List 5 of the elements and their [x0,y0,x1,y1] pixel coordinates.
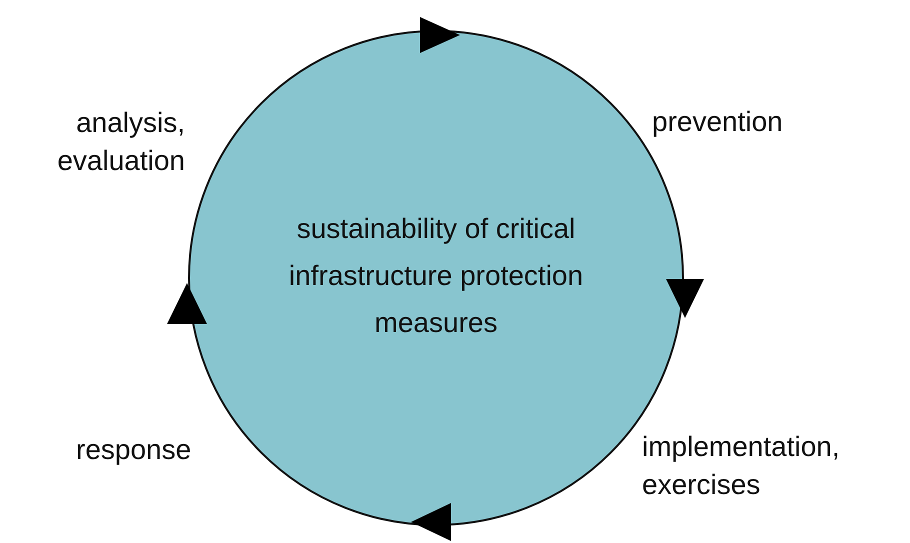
center-text: sustainability of critical infrastructure protection measures [288,212,584,340]
stage-label: response [76,433,192,467]
stage-label: analysis, evaluation [56,106,185,178]
stage-label: implementation, exercises [642,430,841,502]
stage-label: prevention [652,105,784,139]
